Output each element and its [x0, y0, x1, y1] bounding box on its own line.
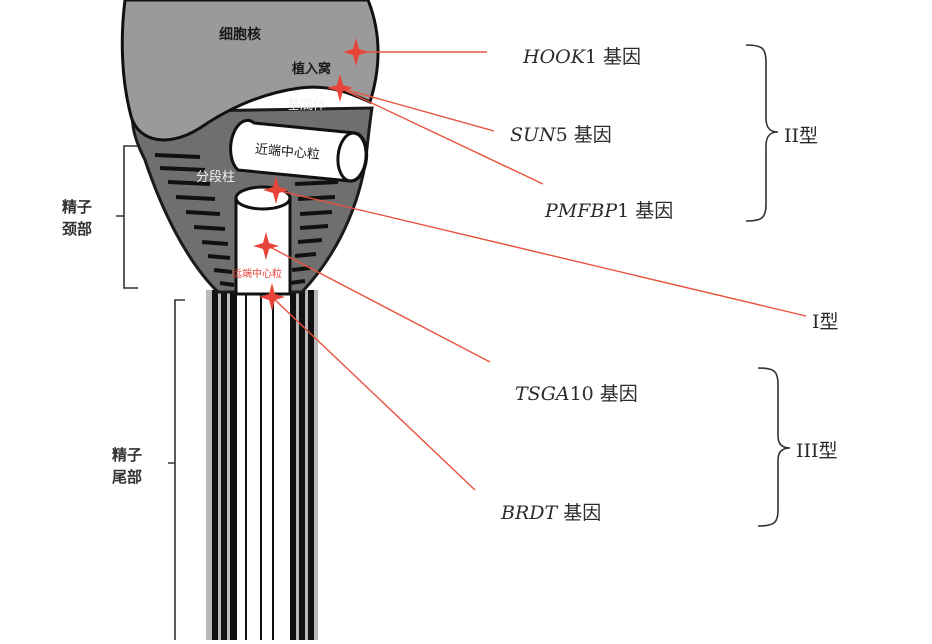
segmented-column-label: 分段柱 [196, 170, 236, 185]
pointer-pmfbp1 [339, 87, 544, 185]
gene-label-tsga10: TSGA10 基因 [515, 383, 638, 405]
sperm-neck-label-line2: 颈部 [62, 220, 93, 238]
sperm-tail-label: 精子 尾部 [112, 444, 142, 488]
brackets [116, 44, 791, 640]
sperm-tail [206, 290, 318, 640]
type3-bracket [757, 367, 791, 527]
type2-bracket [745, 44, 779, 222]
segmented-column-lines [154, 153, 341, 287]
star-distal-centriole [253, 232, 279, 260]
sperm-neck-label-line1: 精子 [62, 198, 93, 216]
tail-bracket [168, 299, 185, 640]
neck-bracket [116, 145, 138, 289]
type-label-iii: III型 [796, 440, 838, 462]
pointer-tsga10 [267, 245, 491, 363]
type-label-ii: II型 [784, 125, 819, 147]
gene-label-brdt: BRDT 基因 [501, 502, 602, 524]
basal-body-label: 基底体 [287, 98, 327, 113]
proximal-centriole [229, 118, 369, 183]
nucleus-shape [120, 0, 380, 142]
gene-label-hook1: HOOK1 基因 [523, 46, 642, 68]
star-segmented-column [263, 176, 289, 204]
type-label-i: I型 [812, 311, 839, 333]
sperm-tail-label-line2: 尾部 [112, 468, 143, 486]
pointer-type1 [275, 189, 807, 317]
pointer-sun5 [339, 87, 495, 132]
gene-label-pmfbp1: PMFBP1 基因 [545, 200, 674, 222]
star-hook1 [343, 38, 369, 66]
nucleus-label: 细胞核 [219, 27, 261, 43]
implantation-fossa-label: 植入窝 [292, 62, 332, 77]
gene-label-sun5: SUN5 基因 [510, 124, 612, 146]
sperm-tail-label-line1: 精子 [112, 446, 143, 464]
pointer-brdt [271, 296, 476, 491]
pointer-lines [267, 51, 807, 491]
star-tail-junction [259, 283, 285, 311]
mutation-stars [253, 38, 369, 311]
star-basal-body [327, 74, 353, 102]
distal-centriole-label: 远端中心粒 [232, 269, 282, 280]
sperm-neck-label: 精子 颈部 [62, 196, 92, 240]
